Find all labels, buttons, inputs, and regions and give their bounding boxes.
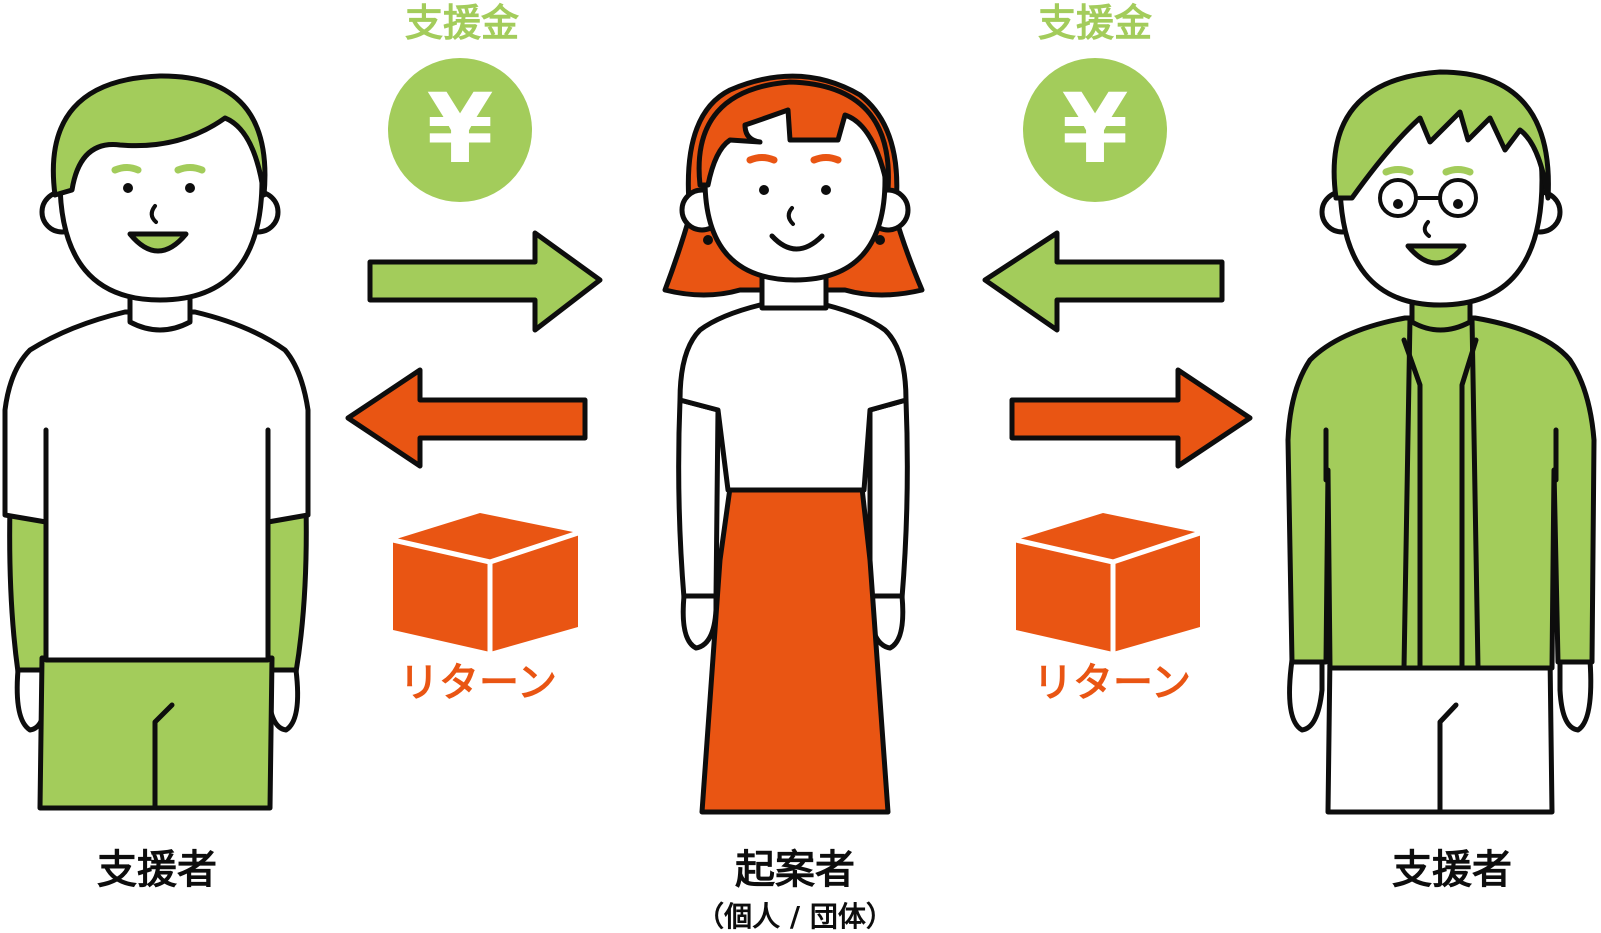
funds-label-right: 支援金 <box>1038 1 1153 45</box>
project-owner-hand-left <box>680 593 719 651</box>
supporter-right-figure <box>1285 69 1597 815</box>
project-owner-arm-left <box>676 397 721 601</box>
supporter-left-arm-left <box>7 502 49 675</box>
project-owner-sublabel: （個人 / 団体） <box>696 900 894 933</box>
supporter-left-mouth <box>127 231 189 254</box>
supporter-right-hair <box>1331 69 1551 201</box>
project-owner-label: 起案者 <box>735 847 855 893</box>
supporter-left-figure <box>2 73 311 811</box>
yen-coin-right-symbol: ¥ <box>1062 73 1129 185</box>
yen-coin-left: ¥ <box>388 58 532 202</box>
supporter-left-arm-right <box>265 502 309 675</box>
return-arrow-owner-to-right <box>1009 367 1253 469</box>
supporter-left-tshirt <box>2 309 311 663</box>
yen-coin-left-symbol: ¥ <box>427 73 494 185</box>
yen-coin-right: ¥ <box>1023 58 1167 202</box>
supporter-right-hand-right <box>1557 657 1594 733</box>
return-box-right-icon <box>1015 513 1201 652</box>
project-owner-bangs <box>696 79 891 193</box>
return-label-right: リターン <box>1033 660 1191 706</box>
project-owner-skirt <box>699 485 891 815</box>
return-box-left-icon <box>392 513 579 652</box>
supporter-left-hair <box>50 73 268 198</box>
supporter-left-label: 支援者 <box>97 847 217 893</box>
project-owner-figure <box>662 73 925 815</box>
funds-arrow-right-to-owner <box>982 230 1225 333</box>
return-label-left: リターン <box>399 660 557 706</box>
project-owner-arm-right <box>867 397 910 601</box>
funds-arrow-left-to-owner <box>367 230 603 333</box>
supporter-right-label: 支援者 <box>1392 847 1512 893</box>
project-owner-blouse <box>677 302 909 493</box>
funds-label-left: 支援金 <box>405 1 520 45</box>
supporter-right-hand-left <box>1287 657 1325 733</box>
return-arrow-owner-to-left <box>345 367 588 469</box>
supporter-right-mouth <box>1405 243 1467 266</box>
